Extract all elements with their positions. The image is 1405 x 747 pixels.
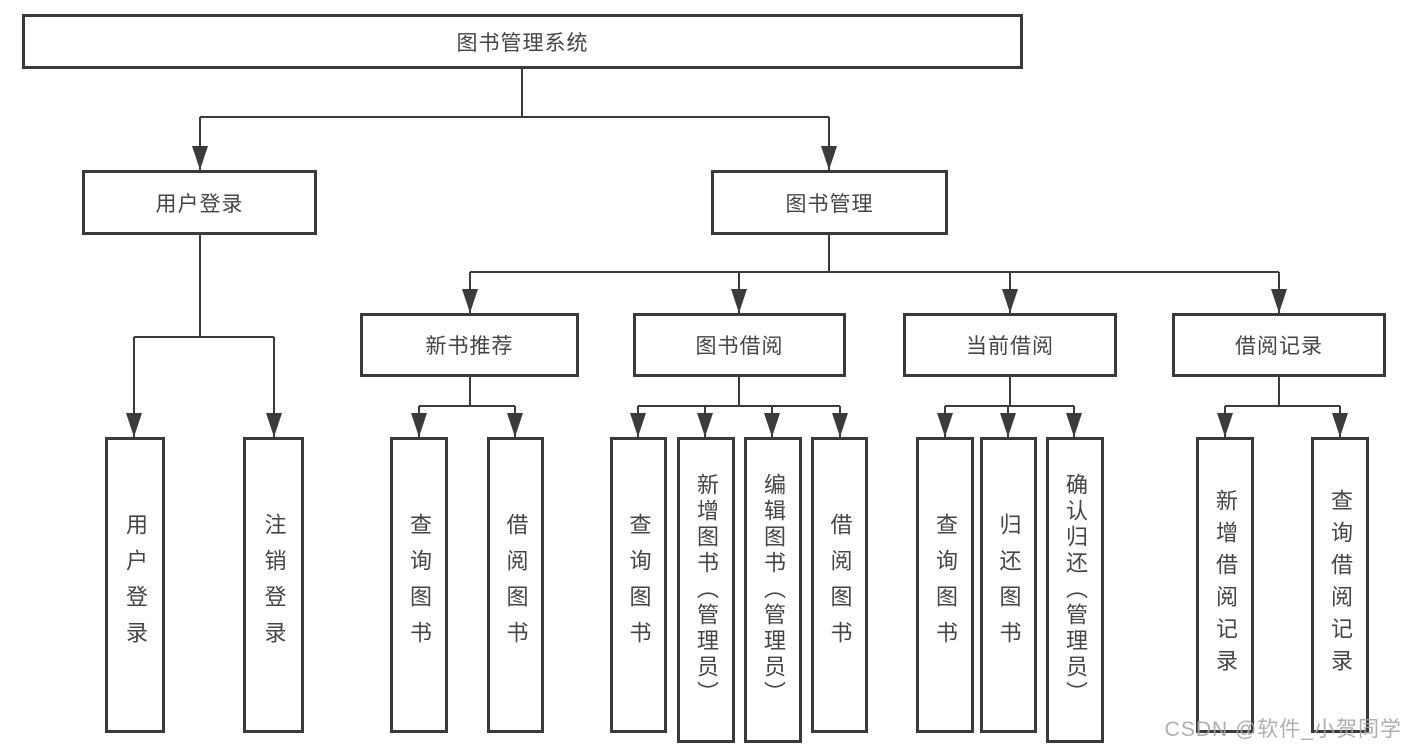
leaf-borrow-books-recommend: 借阅图书: [487, 437, 544, 733]
leaf-add-books-admin: 新增图书（管理员）: [677, 437, 735, 743]
leaf-query-books-current: 查询图书: [916, 437, 974, 733]
node-book-borrowing: 图书借阅: [633, 313, 846, 377]
leaf-query-borrow-record: 查询借阅记录: [1311, 437, 1369, 733]
leaf-query-books-borrow: 查询图书: [610, 437, 667, 733]
leaf-edit-books-admin: 编辑图书（管理员）: [744, 437, 802, 743]
node-borrowing-records: 借阅记录: [1172, 313, 1386, 377]
leaf-user-login: 用户登录: [105, 437, 165, 733]
node-current-borrowing: 当前借阅: [903, 313, 1117, 377]
leaf-query-books-recommend: 查询图书: [390, 437, 448, 733]
node-new-book-recommendation: 新书推荐: [360, 313, 579, 377]
node-book-management: 图书管理: [711, 170, 948, 235]
leaf-return-books: 归还图书: [980, 437, 1037, 733]
node-user-login: 用户登录: [82, 170, 317, 235]
node-library-management-system: 图书管理系统: [22, 14, 1023, 69]
leaf-add-borrow-record: 新增借阅记录: [1196, 437, 1254, 733]
leaf-borrow-books: 借阅图书: [811, 437, 868, 733]
leaf-logout: 注销登录: [243, 437, 304, 733]
leaf-confirm-return-admin: 确认归还（管理员）: [1046, 437, 1104, 743]
csdn-watermark: CSDN @软件_小贺同学: [1164, 718, 1402, 741]
